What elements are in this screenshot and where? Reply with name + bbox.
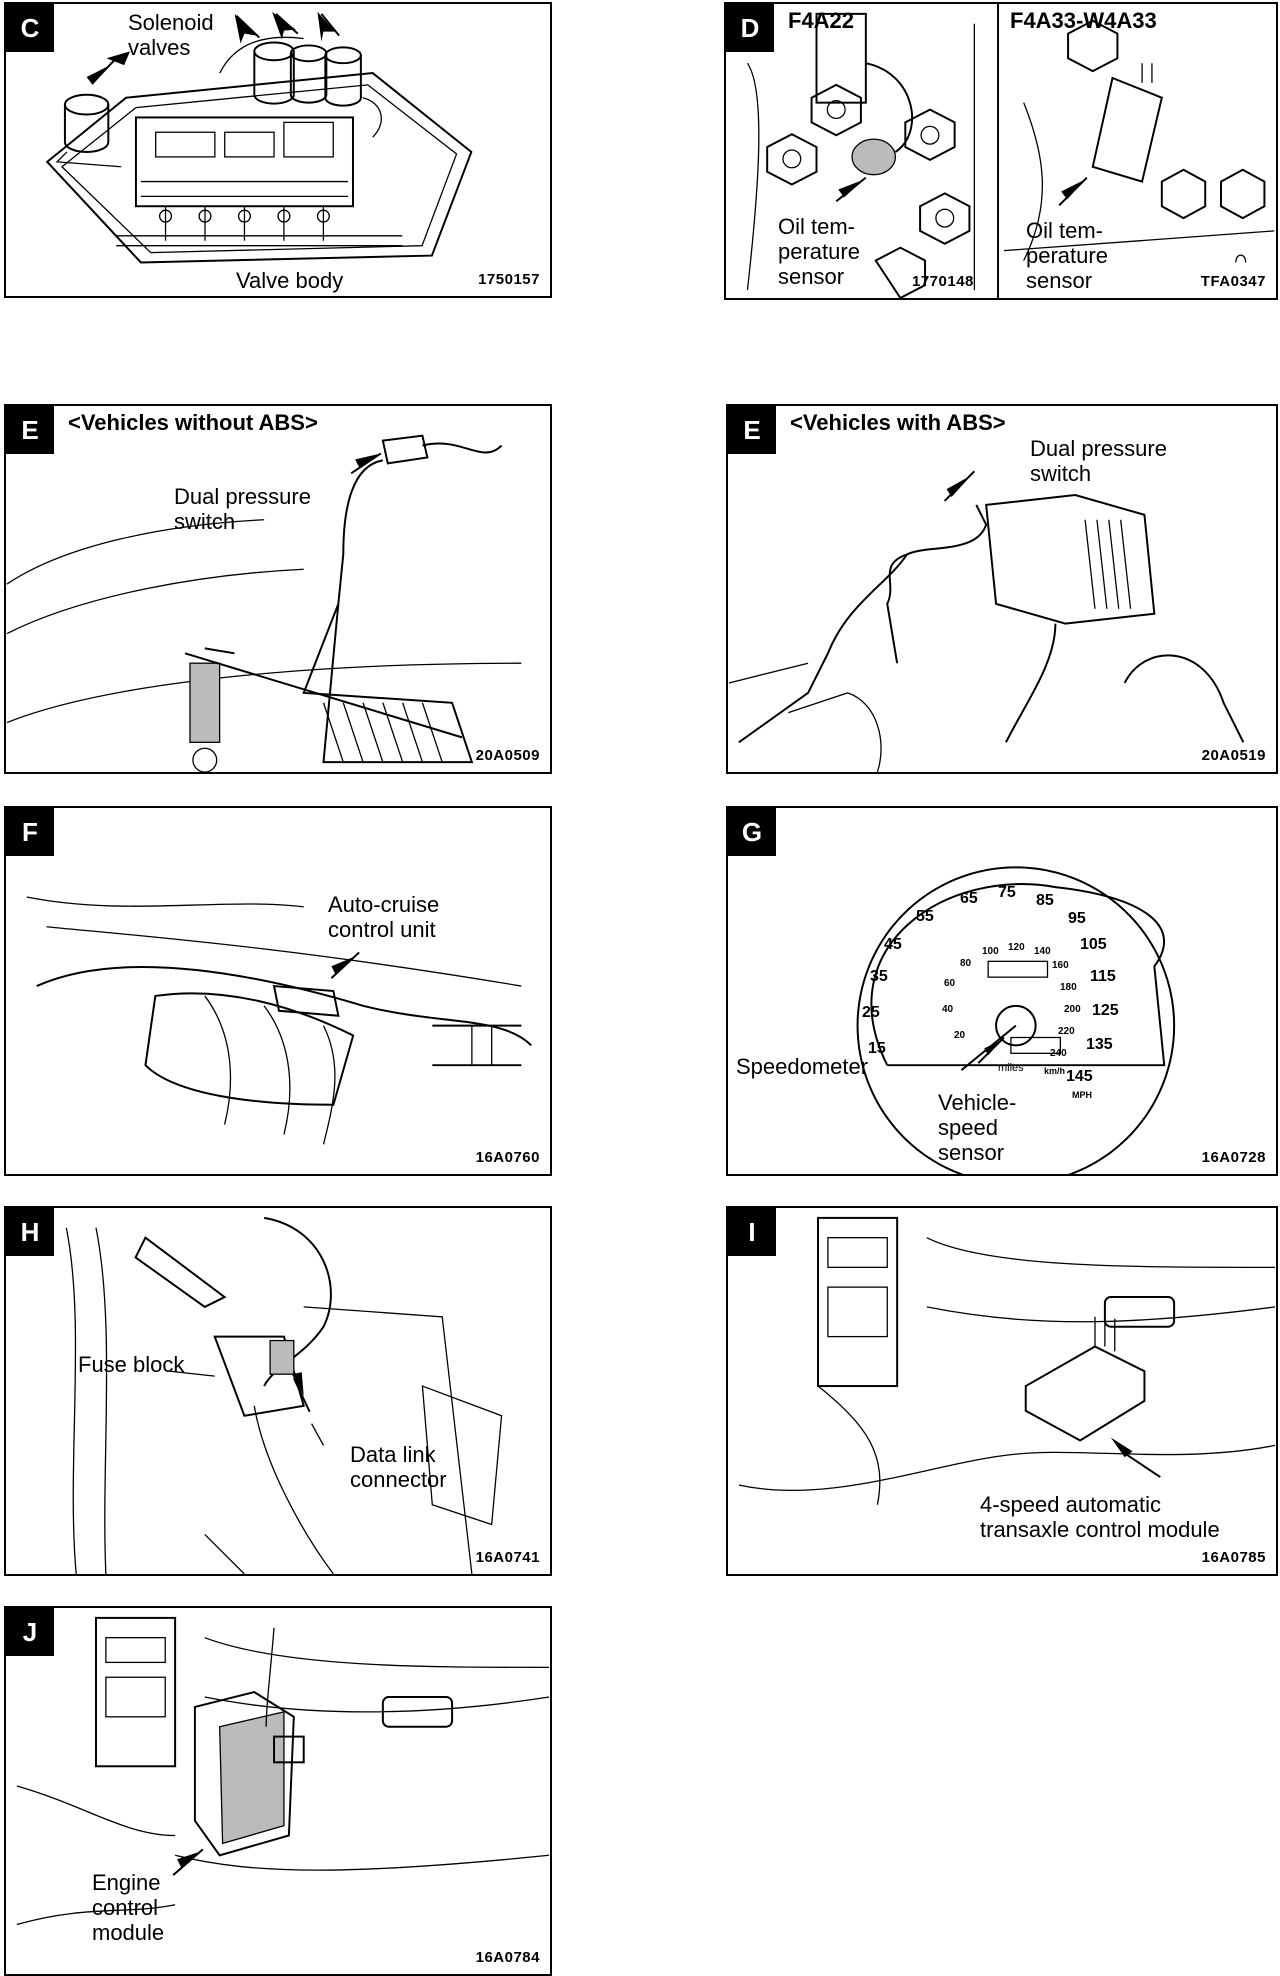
subfigure-label-f4a33-w4a33: F4A33-W4A33 <box>1010 8 1157 33</box>
mph-tick-35: 35 <box>870 968 888 985</box>
figure-code-right: TFA0347 <box>1200 273 1266 290</box>
panel-g-vehicle-speed-sensor: G 15 25 35 45 55 65 75 85 95 105 115 125… <box>726 806 1278 1176</box>
kmh-tick-120: 120 <box>1008 942 1025 953</box>
figure-code: 16A0784 <box>475 1949 540 1966</box>
label-dual-pressure-switch: Dual pressure switch <box>174 484 311 534</box>
kmh-tick-100: 100 <box>982 946 999 957</box>
figure-code: 16A0760 <box>475 1149 540 1166</box>
label-solenoid-valves: Solenoid valves <box>128 10 214 60</box>
mph-tick-105: 105 <box>1080 936 1107 953</box>
panel-c-solenoid-valves: C Solenoid valves Valve body 1750157 <box>4 2 552 298</box>
transaxle-control-module-drawing <box>738 1216 1276 1505</box>
kmh-tick-80: 80 <box>960 958 972 969</box>
mph-tick-25: 25 <box>862 1004 880 1021</box>
label-oil-temperature-sensor-left: Oil tem- perature sensor <box>778 214 860 289</box>
figure-code: 1750157 <box>478 271 540 288</box>
panel-f-auto-cruise-control-unit: F Auto-cruise control unit 16A0760 <box>4 806 552 1176</box>
mph-tick-95: 95 <box>1068 910 1086 927</box>
label-valve-body: Valve body <box>236 268 344 293</box>
figure-code-left: 1770148 <box>912 273 974 290</box>
label-speedometer: Speedometer <box>736 1054 869 1079</box>
dual-pressure-switch-drawing-without-abs <box>6 434 522 772</box>
units-mph: MPH <box>1072 1090 1092 1100</box>
kmh-tick-160: 160 <box>1052 960 1069 971</box>
mph-tick-125: 125 <box>1092 1002 1119 1019</box>
panel-letter-g: G <box>728 808 776 856</box>
kmh-tick-140: 140 <box>1034 946 1051 957</box>
label-auto-cruise-control-unit: Auto-cruise control unit <box>328 892 440 942</box>
mph-tick-15: 15 <box>868 1040 886 1057</box>
figure-code: 16A0728 <box>1201 1149 1266 1166</box>
mph-tick-75: 75 <box>998 884 1016 901</box>
header-vehicles-without-abs: <Vehicles without ABS> <box>68 410 318 435</box>
mph-tick-115: 115 <box>1090 968 1116 985</box>
kmh-tick-20: 20 <box>954 1030 966 1041</box>
oil-temp-sensor-drawing <box>746 4 1275 298</box>
kmh-tick-60: 60 <box>944 978 956 989</box>
panel-e-with-abs: E <Vehicles with ABS> Dual pressure swit… <box>726 404 1278 774</box>
kmh-tick-200: 200 <box>1064 1004 1081 1015</box>
mph-tick-65: 65 <box>960 890 978 907</box>
panel-letter-c: C <box>6 4 54 52</box>
label-oil-temperature-sensor-right: Oil tem- perature sensor <box>1026 218 1108 293</box>
panel-d-oil-temperature-sensor: D F4A22 F4A33-W4A33 Oil tem- perature se… <box>724 2 1278 300</box>
engine-control-module-drawing <box>16 1616 550 1926</box>
units-kmh: km/h <box>1044 1066 1066 1076</box>
figure-code: 20A0519 <box>1201 747 1266 764</box>
auto-cruise-control-unit-drawing <box>26 896 532 1145</box>
units-miles: miles <box>998 1062 1024 1074</box>
kmh-tick-180: 180 <box>1060 982 1077 993</box>
kmh-tick-220: 220 <box>1058 1026 1075 1037</box>
mph-tick-55: 55 <box>916 908 934 925</box>
panel-letter-d: D <box>726 4 774 52</box>
valve-body-drawing <box>45 11 473 264</box>
dual-pressure-switch-drawing-with-abs <box>728 470 1245 772</box>
label-engine-control-module: Engine control module <box>92 1870 165 1945</box>
kmh-tick-240: 240 <box>1050 1048 1067 1059</box>
panel-i-transaxle-control-module: I 4-speed automatic transaxle control mo… <box>726 1206 1278 1576</box>
mph-tick-145: 145 <box>1066 1068 1093 1085</box>
figure-code: 20A0509 <box>475 747 540 764</box>
speedometer-drawing <box>856 866 1176 1174</box>
panel-e-without-abs: E <Vehicles without ABS> Dual pressure s… <box>4 404 552 774</box>
data-link-connector-drawing <box>65 1216 503 1574</box>
panel-letter-j: J <box>6 1608 54 1656</box>
figure-code: 16A0741 <box>475 1549 540 1566</box>
mph-tick-135: 135 <box>1086 1036 1113 1053</box>
mph-tick-45: 45 <box>884 936 902 953</box>
label-dual-pressure-switch: Dual pressure switch <box>1030 436 1167 486</box>
subfigure-label-f4a22: F4A22 <box>788 8 855 33</box>
panel-letter-f: F <box>6 808 54 856</box>
kmh-tick-40: 40 <box>942 1004 954 1015</box>
panel-h-data-link-connector: H Fuse block Data link connector 16A0741 <box>4 1206 552 1576</box>
panel-letter-e: E <box>6 406 54 454</box>
label-4-speed-automatic-transaxle-control-module: 4-speed automatic transaxle control modu… <box>980 1492 1220 1542</box>
panel-j-engine-control-module: J Engine control module 16A0784 <box>4 1606 552 1976</box>
mph-tick-85: 85 <box>1036 892 1054 909</box>
label-data-link-connector: Data link connector <box>350 1442 447 1492</box>
panel-letter-h: H <box>6 1208 54 1256</box>
label-fuse-block: Fuse block <box>78 1352 185 1377</box>
panel-letter-e: E <box>728 406 776 454</box>
header-vehicles-with-abs: <Vehicles with ABS> <box>790 410 1006 435</box>
panel-letter-i: I <box>728 1208 776 1256</box>
figure-code: 16A0785 <box>1201 1549 1266 1566</box>
label-vehicle-speed-sensor: Vehicle- speed sensor <box>938 1090 1017 1165</box>
